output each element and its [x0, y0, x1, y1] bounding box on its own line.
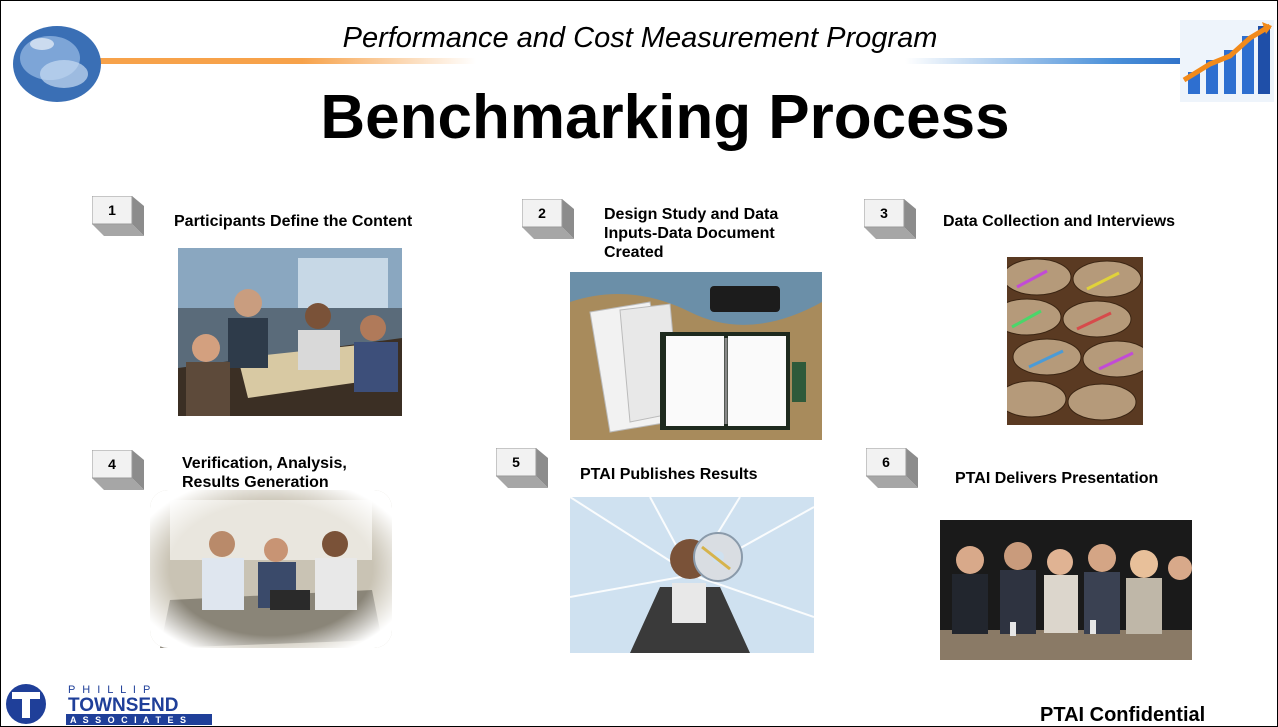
logo-top-text: P H I L L I P	[68, 684, 152, 696]
step-6-box-icon	[866, 448, 918, 488]
step-5-label: PTAI Publishes Results	[580, 466, 758, 483]
header-rule	[70, 58, 1230, 64]
meeting-photo	[178, 248, 402, 416]
planner-photo	[570, 272, 822, 440]
step-4-number: 4	[108, 456, 116, 472]
step-5-box-icon	[496, 448, 548, 488]
program-title: Performance and Cost Measurement Program	[342, 22, 938, 54]
globe-logo-icon	[13, 26, 101, 102]
analysis-meeting-photo	[150, 490, 392, 648]
growth-chart-logo-icon	[1180, 20, 1274, 102]
cd-stack-photo	[1007, 257, 1143, 425]
step-2-number: 2	[538, 205, 546, 221]
page-title: Benchmarking Process	[320, 83, 1010, 152]
publishes-results-photo	[570, 497, 814, 653]
step-1-label: Participants Define the Content	[174, 213, 413, 230]
step-6-label: PTAI Delivers Presentation	[955, 470, 1159, 487]
townsend-logo-icon: P H I L L I P TOWNSEND A S S O C I A T E…	[6, 684, 212, 725]
step-1-number: 1	[108, 202, 116, 218]
step-6-number: 6	[882, 454, 890, 470]
step-5-number: 5	[512, 454, 520, 470]
step-1-box-icon	[92, 196, 144, 236]
step-2-label: Design Study and Data Inputs-Data Docume…	[604, 206, 779, 261]
step-3-label: Data Collection and Interviews	[943, 213, 1176, 230]
logo-main-text: TOWNSEND	[68, 695, 178, 716]
logo-sub-text: A S S O C I A T E S	[70, 715, 188, 725]
step-4-box-icon	[92, 450, 144, 490]
confidential-label: PTAI Confidential	[1040, 704, 1206, 726]
presentation-audience-photo	[940, 520, 1192, 660]
step-4-label: Verification, Analysis, Results Generati…	[182, 455, 347, 491]
step-3-box-icon	[864, 199, 916, 239]
step-3-number: 3	[880, 205, 888, 221]
step-2-box-icon	[522, 199, 574, 239]
